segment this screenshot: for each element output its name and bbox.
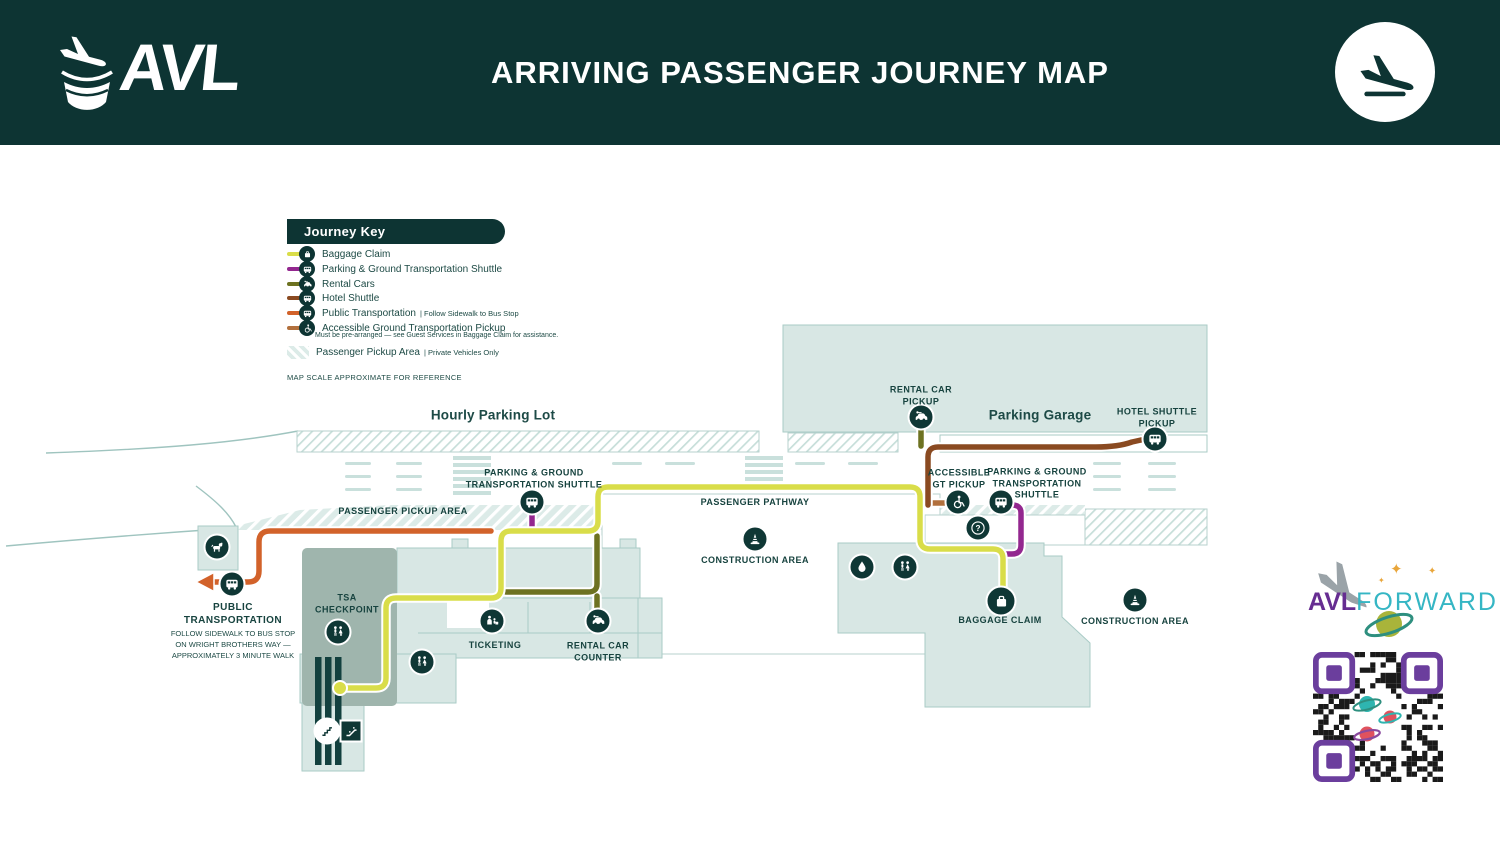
legend-item-rental-cars: Rental Cars xyxy=(287,276,375,292)
rental-car-pickup-icon xyxy=(907,403,935,431)
ticketing-label: TICKETING xyxy=(468,640,522,651)
passenger-pickup-area-label: PASSENGER PICKUP AREA xyxy=(338,506,468,517)
avl-forward-logo: AVLFORWARD ✦ ✦ ✦ xyxy=(1300,552,1496,652)
avl-logo: AVL xyxy=(58,26,278,122)
page-title: ARRIVING PASSENGER JOURNEY MAP xyxy=(491,54,1109,90)
route-hotel-shuttle xyxy=(923,435,1146,510)
escalator-icon xyxy=(339,719,363,743)
legend-item-accessible-pickup: Accessible Ground Transportation Pickup xyxy=(287,320,505,336)
shuttle-stop-west-label: PARKING & GROUND TRANSPORTATION SHUTTLE xyxy=(465,467,603,489)
ticketing-icon xyxy=(478,607,506,635)
hourly-parking-lot-label: Hourly Parking Lot xyxy=(430,407,556,423)
construction-area-west-label: CONSTRUCTION AREA xyxy=(701,555,809,566)
route-swatch-baggage xyxy=(287,252,301,256)
public-transportation-note: FOLLOW SIDEWALK TO BUS STOP ON WRIGHT BR… xyxy=(170,629,296,660)
sparkle-icon: ✦ xyxy=(1390,561,1403,578)
legend-label: Passenger Pickup Area xyxy=(316,346,420,358)
construction-cone-west-icon xyxy=(741,525,769,553)
tsa-restroom-icon xyxy=(324,618,352,646)
stairs-icon xyxy=(313,717,341,745)
rental-car-pickup-label: RENTAL CAR PICKUP xyxy=(889,384,953,406)
shuttle-stop-east-icon xyxy=(987,488,1015,516)
construction-area-east-label: CONSTRUCTION AREA xyxy=(1081,616,1189,627)
legend-item-parking-shuttle: Parking & Ground Transportation Shuttle xyxy=(287,261,502,277)
legend-label: Accessible Ground Transportation Pickup xyxy=(322,322,506,334)
planet-icon xyxy=(1364,611,1414,638)
baggage-claim-icon xyxy=(985,585,1017,617)
shuttle-stop-west-icon xyxy=(518,488,546,516)
baggage-claim-building xyxy=(837,514,1091,708)
guest-services-icon: ? xyxy=(964,514,992,542)
legend-label: Hotel Shuttle xyxy=(322,292,380,304)
legend-item-public-transportation: Public Transportation | Follow Sidewalk … xyxy=(287,305,519,321)
accessible-pickup-icon xyxy=(944,488,972,516)
brand-wordmark: AVLFORWARD xyxy=(1308,588,1498,617)
accessible-gt-pickup-label: ACCESSIBLE GT PICKUP xyxy=(927,467,991,489)
brand-avl-text: AVL xyxy=(1308,588,1357,616)
wing-restroom-icon xyxy=(408,648,436,676)
brand-forward-text: FORWARD xyxy=(1356,588,1498,616)
route-swatch-public xyxy=(287,311,301,315)
forward-plane-icon xyxy=(1318,561,1367,610)
lane-dashes xyxy=(345,462,1176,491)
legend-label: Baggage Claim xyxy=(322,248,391,260)
suitcase-icon xyxy=(299,246,315,262)
water-fountain-icon xyxy=(848,553,876,581)
legend-label: Parking & Ground Transportation Shuttle xyxy=(322,263,503,275)
baggage-claim-label: BAGGAGE CLAIM xyxy=(958,615,1042,626)
pet-relief-icon xyxy=(203,533,231,561)
svg-text:?: ? xyxy=(976,524,981,533)
avl-logo-plane-icon xyxy=(60,36,113,110)
tsa-checkpoint-label: TSA CHECKPOINT xyxy=(314,592,380,614)
wheelchair-icon xyxy=(299,320,315,336)
legend-sublabel: | Follow Sidewalk to Bus Stop xyxy=(419,308,519,318)
sparkle-icon: ✦ xyxy=(1428,566,1437,577)
rental-car-counter-label: RENTAL CAR COUNTER xyxy=(566,640,630,662)
journey-key-header: Journey Key xyxy=(287,219,505,244)
route-swatch-rental xyxy=(287,282,301,286)
rental-car-icon xyxy=(299,276,315,292)
hotel-shuttle-pickup-icon xyxy=(1141,425,1169,453)
legend-sublabel: | Private Vehicles Only xyxy=(423,347,499,357)
rental-car-counter-icon xyxy=(584,607,612,635)
crosswalks xyxy=(453,456,783,495)
legend-note: Must be pre-arranged — see Guest Service… xyxy=(315,332,559,339)
parking-garage-label: Parking Garage xyxy=(988,407,1092,423)
bus-icon xyxy=(299,305,315,321)
arriving-plane-icon xyxy=(1335,22,1435,122)
legend-item-baggage-claim: Baggage Claim xyxy=(287,246,390,262)
legend-item-passenger-pickup-area: Passenger Pickup Area | Private Vehicles… xyxy=(287,344,499,360)
construction-cone-east-icon xyxy=(1121,586,1149,614)
legend-label: Public Transportation xyxy=(322,307,416,319)
route-swatch-accessible xyxy=(287,326,301,330)
public-transportation-label: PUBLIC TRANSPORTATION xyxy=(183,602,283,626)
route-public-transportation xyxy=(195,526,496,593)
route-swatch-hotel xyxy=(287,296,301,300)
public-transportation-bus-icon xyxy=(218,570,246,598)
passenger-pathway-label: PASSENGER PATHWAY xyxy=(700,497,810,508)
baggage-restroom-icon xyxy=(891,553,919,581)
map-scale-note: MAP SCALE APPROXIMATE FOR REFERENCE xyxy=(287,373,462,382)
shuttle-stop-east-label: PARKING & GROUND TRANSPORTATION SHUTTLE xyxy=(987,466,1087,500)
legend-label: Rental Cars xyxy=(322,278,375,290)
hatched-strips xyxy=(296,430,1208,546)
hatched-area-swatch xyxy=(287,345,309,359)
hotel-shuttle-pickup-label: HOTEL SHUTTLE PICKUP xyxy=(1116,406,1198,428)
route-swatch-shuttle xyxy=(287,267,301,271)
sparkle-icon: ✦ xyxy=(1378,576,1385,585)
qr-code xyxy=(1312,651,1443,782)
header-bar: AVL ARRIVING PASSENGER JOURNEY MAP xyxy=(0,0,1500,145)
legend-item-hotel-shuttle: Hotel Shuttle xyxy=(287,290,379,306)
journey-start-dot xyxy=(332,680,348,696)
shuttle-bus-icon xyxy=(299,290,315,306)
qr-planet-icons xyxy=(1352,696,1402,742)
terminal-building xyxy=(299,538,663,772)
route-baggage-claim xyxy=(332,482,1008,696)
shuttle-bus-icon xyxy=(299,261,315,277)
